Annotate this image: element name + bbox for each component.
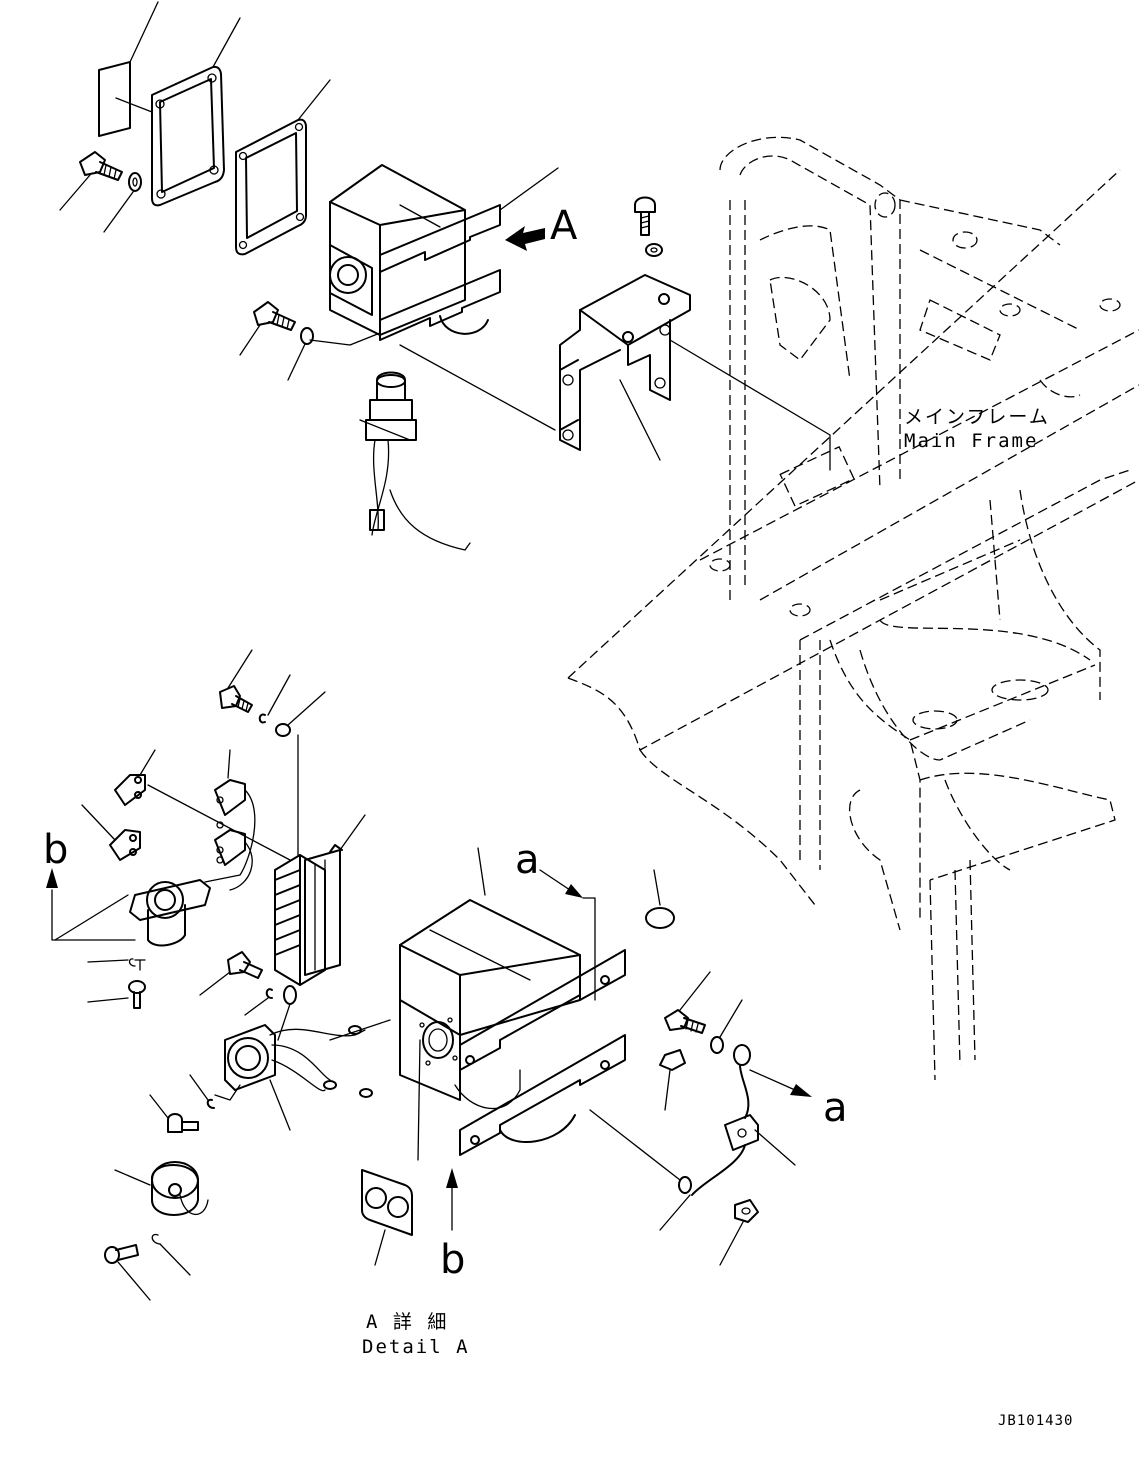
cap-seal xyxy=(645,869,675,929)
top-bolt-2 xyxy=(239,301,296,356)
top-cover-plate xyxy=(98,1,241,207)
detail-label-jp: A 詳 細 xyxy=(366,1311,449,1333)
ref-arrow-a-right xyxy=(749,1069,812,1097)
top-bolt-1 xyxy=(59,151,123,211)
ref-arrow-a-top xyxy=(539,869,596,1001)
main-frame-outline xyxy=(567,136,1139,1081)
detail-screw-3 xyxy=(104,1233,191,1301)
ref-label-a-top: a xyxy=(515,837,540,883)
ref-arrow-b-left xyxy=(46,868,136,941)
top-washer-2 xyxy=(287,327,314,381)
detail-gasket xyxy=(361,1169,413,1266)
detail-bolt-right xyxy=(659,971,743,1111)
ref-arrow-b-bottom xyxy=(417,1039,458,1231)
ref-label-b-bottom: b xyxy=(440,1237,466,1283)
detail-bolt-1 xyxy=(219,649,253,713)
detail-washer-1 xyxy=(258,674,326,737)
dust-cap xyxy=(114,1161,209,1216)
detail-washer-2 xyxy=(244,985,297,1041)
detail-bolt-2 xyxy=(199,951,263,996)
connector-harness-top xyxy=(359,371,471,551)
top-mount-bracket xyxy=(399,274,831,471)
terminal-lug-upper xyxy=(114,749,156,806)
terminal-block xyxy=(274,734,366,986)
wire-harness-detail xyxy=(54,749,291,971)
main-frame-label-en: Main Frame xyxy=(904,430,1039,452)
top-washer-1 xyxy=(103,172,142,233)
ref-label-a-right: a xyxy=(823,1085,848,1131)
detail-label-en: Detail A xyxy=(362,1336,470,1358)
detail-screw-2 xyxy=(149,1094,199,1133)
ground-strap xyxy=(589,1044,796,1231)
detail-washer-3 xyxy=(189,1074,215,1109)
ref-label-b-left: b xyxy=(43,827,69,873)
main-frame-label-jp: メインフレーム xyxy=(904,406,1050,428)
top-gasket xyxy=(235,79,331,256)
control-box-detail xyxy=(399,847,626,1156)
detail-screw-1 xyxy=(87,958,146,1009)
view-arrow-A xyxy=(505,226,545,251)
drawing-code: JB101430 xyxy=(998,1413,1074,1429)
terminal-lug-lower xyxy=(81,804,141,861)
detail-nut xyxy=(719,1199,759,1266)
control-box-top xyxy=(309,164,559,346)
top-bolt-3 xyxy=(634,196,663,257)
view-marker-A: A xyxy=(550,203,578,249)
detail-connector-assembly xyxy=(214,1019,391,1131)
